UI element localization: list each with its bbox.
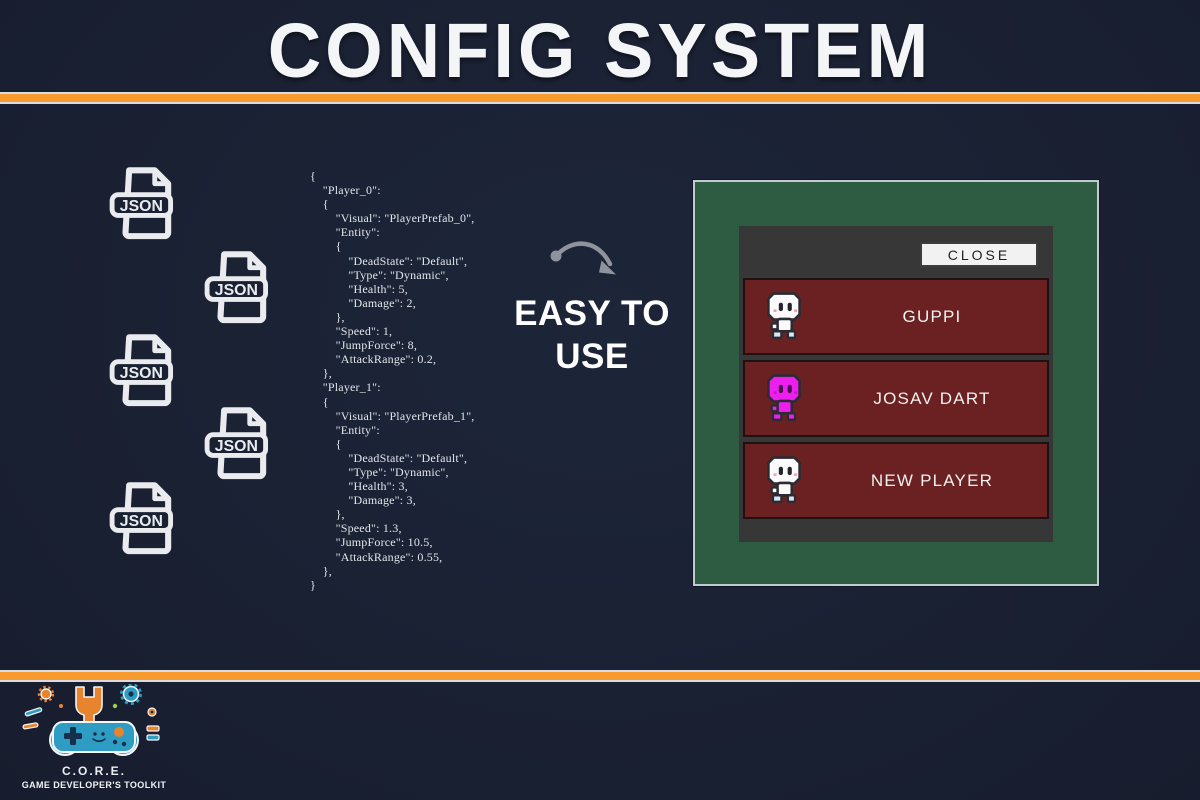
json-icon-label: JSON (120, 513, 163, 530)
divider-orange-bar (0, 672, 1200, 680)
close-button[interactable]: CLOSE (920, 242, 1038, 267)
player-select-window: CLOSE (739, 226, 1053, 542)
json-file-icon: JSON (109, 167, 174, 240)
json-file-icon: JSON (204, 407, 269, 480)
divider-orange-bar (0, 94, 1200, 102)
player-name-label: NEW PLAYER (870, 470, 994, 490)
caption-line-1: EASY TO (514, 294, 670, 333)
logo-name: C.O.R.E. (61, 764, 126, 778)
player-row-guppi[interactable]: GUPPI (743, 278, 1049, 355)
page-title: CONFIG SYSTEM (267, 7, 933, 94)
divider-edge (0, 102, 1200, 104)
divider-edge (0, 680, 1200, 682)
json-file-icon: JSON (204, 251, 269, 324)
divider-edge (0, 92, 1200, 94)
top-divider (0, 92, 1200, 104)
game-ui-panel: CLOSE (693, 180, 1099, 586)
json-icon-label: JSON (215, 282, 258, 299)
player-sprite-box (745, 455, 817, 507)
player-sprite-box (745, 291, 817, 343)
player-name-label: GUPPI (902, 306, 962, 326)
player-sprite-icon (767, 373, 801, 421)
json-icon-label: JSON (120, 198, 163, 215)
logo-tagline: GAME DEVELOPER'S TOOLKIT (21, 780, 167, 790)
core-toolkit-logo: C.O.R.E. GAME DEVELOPER'S TOOLKIT (12, 683, 176, 790)
player-row-new-player[interactable]: NEW PLAYER (743, 442, 1049, 519)
curved-arrow-icon (550, 241, 616, 275)
json-icon-label: JSON (120, 365, 163, 382)
player-list: GUPPI (743, 278, 1049, 524)
caption-line-2: USE (555, 337, 629, 376)
json-icon-label: JSON (215, 438, 258, 455)
player-sprite-box (745, 373, 817, 425)
player-row-josav-dart[interactable]: JOSAV DART (743, 360, 1049, 437)
bottom-divider (0, 670, 1200, 682)
caption-easy-to-use: EASY TO USE (492, 292, 692, 378)
player-sprite-icon (767, 455, 801, 503)
divider-edge (0, 670, 1200, 672)
player-name-label: JOSAV DART (873, 388, 991, 408)
json-file-icon: JSON (109, 334, 174, 407)
gamepad-logo-icon (22, 683, 160, 756)
json-config-code: { "Player_0": { "Visual": "PlayerPrefab_… (310, 169, 475, 592)
player-sprite-icon (767, 291, 801, 339)
json-file-icon: JSON (109, 482, 174, 555)
